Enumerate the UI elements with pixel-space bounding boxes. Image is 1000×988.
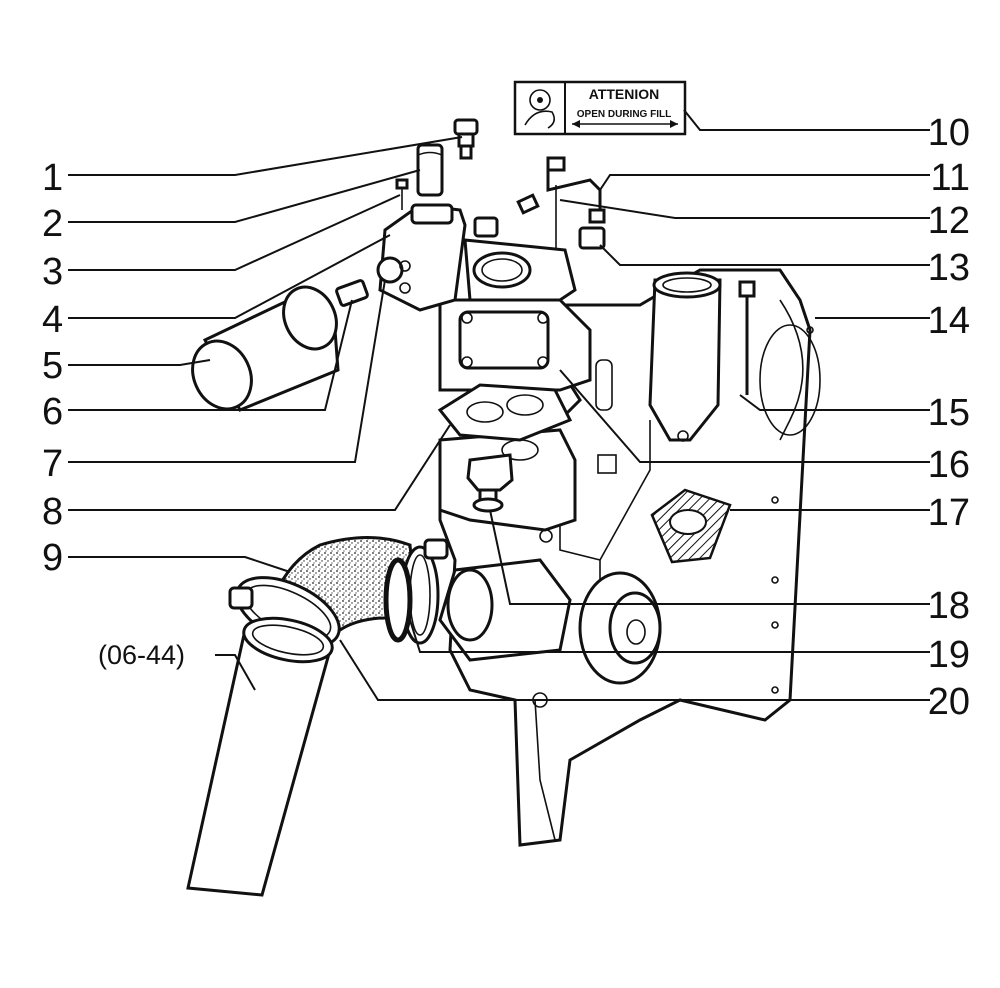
callout-7: 7 [42,443,63,485]
flange-gasket [650,488,732,564]
gasket [437,383,573,442]
callout-17: 17 [928,492,970,534]
attention-subtitle: OPEN DURING FILL [577,109,671,120]
double-arrow-icon [572,120,678,128]
attention-title: ATTENION [589,86,660,102]
callout-4: 4 [42,299,63,341]
callout-1: 1 [42,157,63,199]
callout-11: 11 [931,157,970,199]
callout-15: 15 [928,392,970,434]
callout-20: 20 [928,681,970,723]
callout-3: 3 [42,251,63,293]
water-pipe [648,271,722,442]
filter-head [376,203,467,312]
thermostat-housing [438,238,592,392]
callout-numbers: 1 2 3 4 5 6 7 8 9 10 11 12 13 14 15 16 1… [42,112,970,723]
callout-2: 2 [42,203,63,245]
plug [416,143,444,197]
connector [473,216,606,250]
callout-8: 8 [42,491,63,533]
reference-label: (06-44) [98,640,185,670]
callout-18: 18 [928,585,970,627]
water-pump [438,558,662,685]
callout-9: 9 [42,537,63,579]
callout-13: 13 [928,247,970,289]
long-bolt [738,280,756,395]
filter [191,285,340,412]
o-ring [383,557,413,643]
radiator-cap-hand-icon [524,89,556,129]
leader-lines [68,109,930,701]
callout-12: 12 [928,200,970,242]
temperature-sender [453,118,479,160]
bleed-pipe [516,156,606,250]
callout-6: 6 [42,391,63,433]
callout-16: 16 [928,444,970,486]
callout-14: 14 [928,300,970,342]
screw [395,178,409,210]
attention-tag: ATTENION OPEN DURING FILL [513,80,687,136]
callout-5: 5 [42,345,63,387]
callout-19: 19 [928,634,970,676]
lower-radiator-hose [186,616,334,897]
nipple-fitting [335,279,369,307]
callout-10: 10 [928,112,970,154]
thermostat [466,453,514,513]
